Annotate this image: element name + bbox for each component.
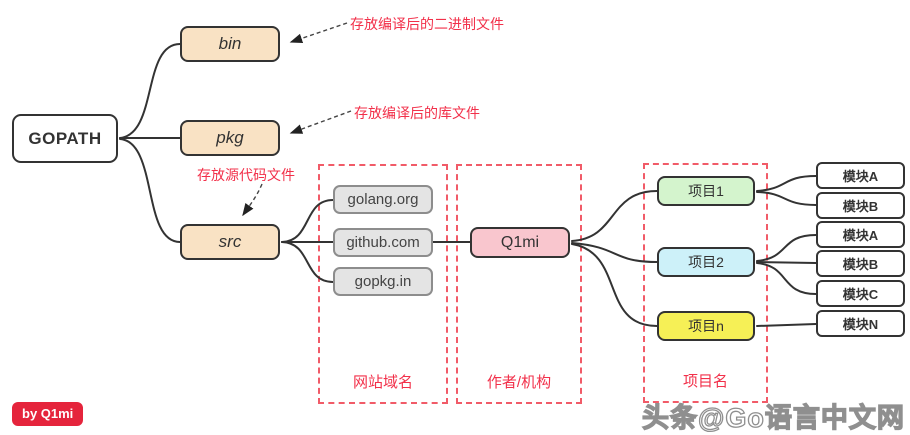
node-project-1: 项目1 — [657, 176, 755, 206]
node-bin: bin — [180, 26, 280, 62]
annotation-arrow-bin — [289, 22, 348, 44]
node-src: src — [180, 224, 280, 260]
watermark-text: 头条@Go语言中文网 — [641, 402, 905, 433]
node-project-2: 项目2 — [657, 247, 755, 277]
group-box-author: 作者/机构 — [456, 164, 582, 404]
node-gopath: GOPATH — [12, 114, 118, 163]
node-github-com: github.com — [333, 228, 433, 257]
connector-gopath-bin — [119, 43, 181, 139]
node-module-b1: 模块B — [816, 192, 905, 219]
annotation-bin: 存放编译后的二进制文件 — [350, 16, 504, 32]
annotation-arrow-pkg — [289, 110, 352, 134]
annotation-arrow-src — [242, 183, 263, 217]
node-module-c: 模块C — [816, 280, 905, 307]
node-pkg: pkg — [180, 120, 280, 156]
node-author-q1mi: Q1mi — [470, 227, 570, 258]
author-badge: by Q1mi — [12, 402, 84, 426]
group-label-project: 项目名 — [682, 373, 728, 390]
group-box-domains: 网站域名 — [318, 164, 448, 404]
annotation-pkg: 存放编译后的库文件 — [354, 105, 480, 121]
node-golang-org: golang.org — [333, 185, 433, 214]
node-module-n: 模块N — [816, 310, 905, 337]
node-project-n: 项目n — [657, 311, 755, 341]
group-label-domains: 网站域名 — [352, 374, 413, 391]
node-module-a1: 模块A — [816, 162, 905, 189]
node-gopkg-in: gopkg.in — [333, 267, 433, 296]
group-label-author: 作者/机构 — [486, 374, 552, 391]
node-module-a2: 模块A — [816, 221, 905, 248]
connector-gopath-src — [119, 138, 181, 243]
annotation-src: 存放源代码文件 — [197, 167, 295, 183]
node-module-b2: 模块B — [816, 250, 905, 277]
